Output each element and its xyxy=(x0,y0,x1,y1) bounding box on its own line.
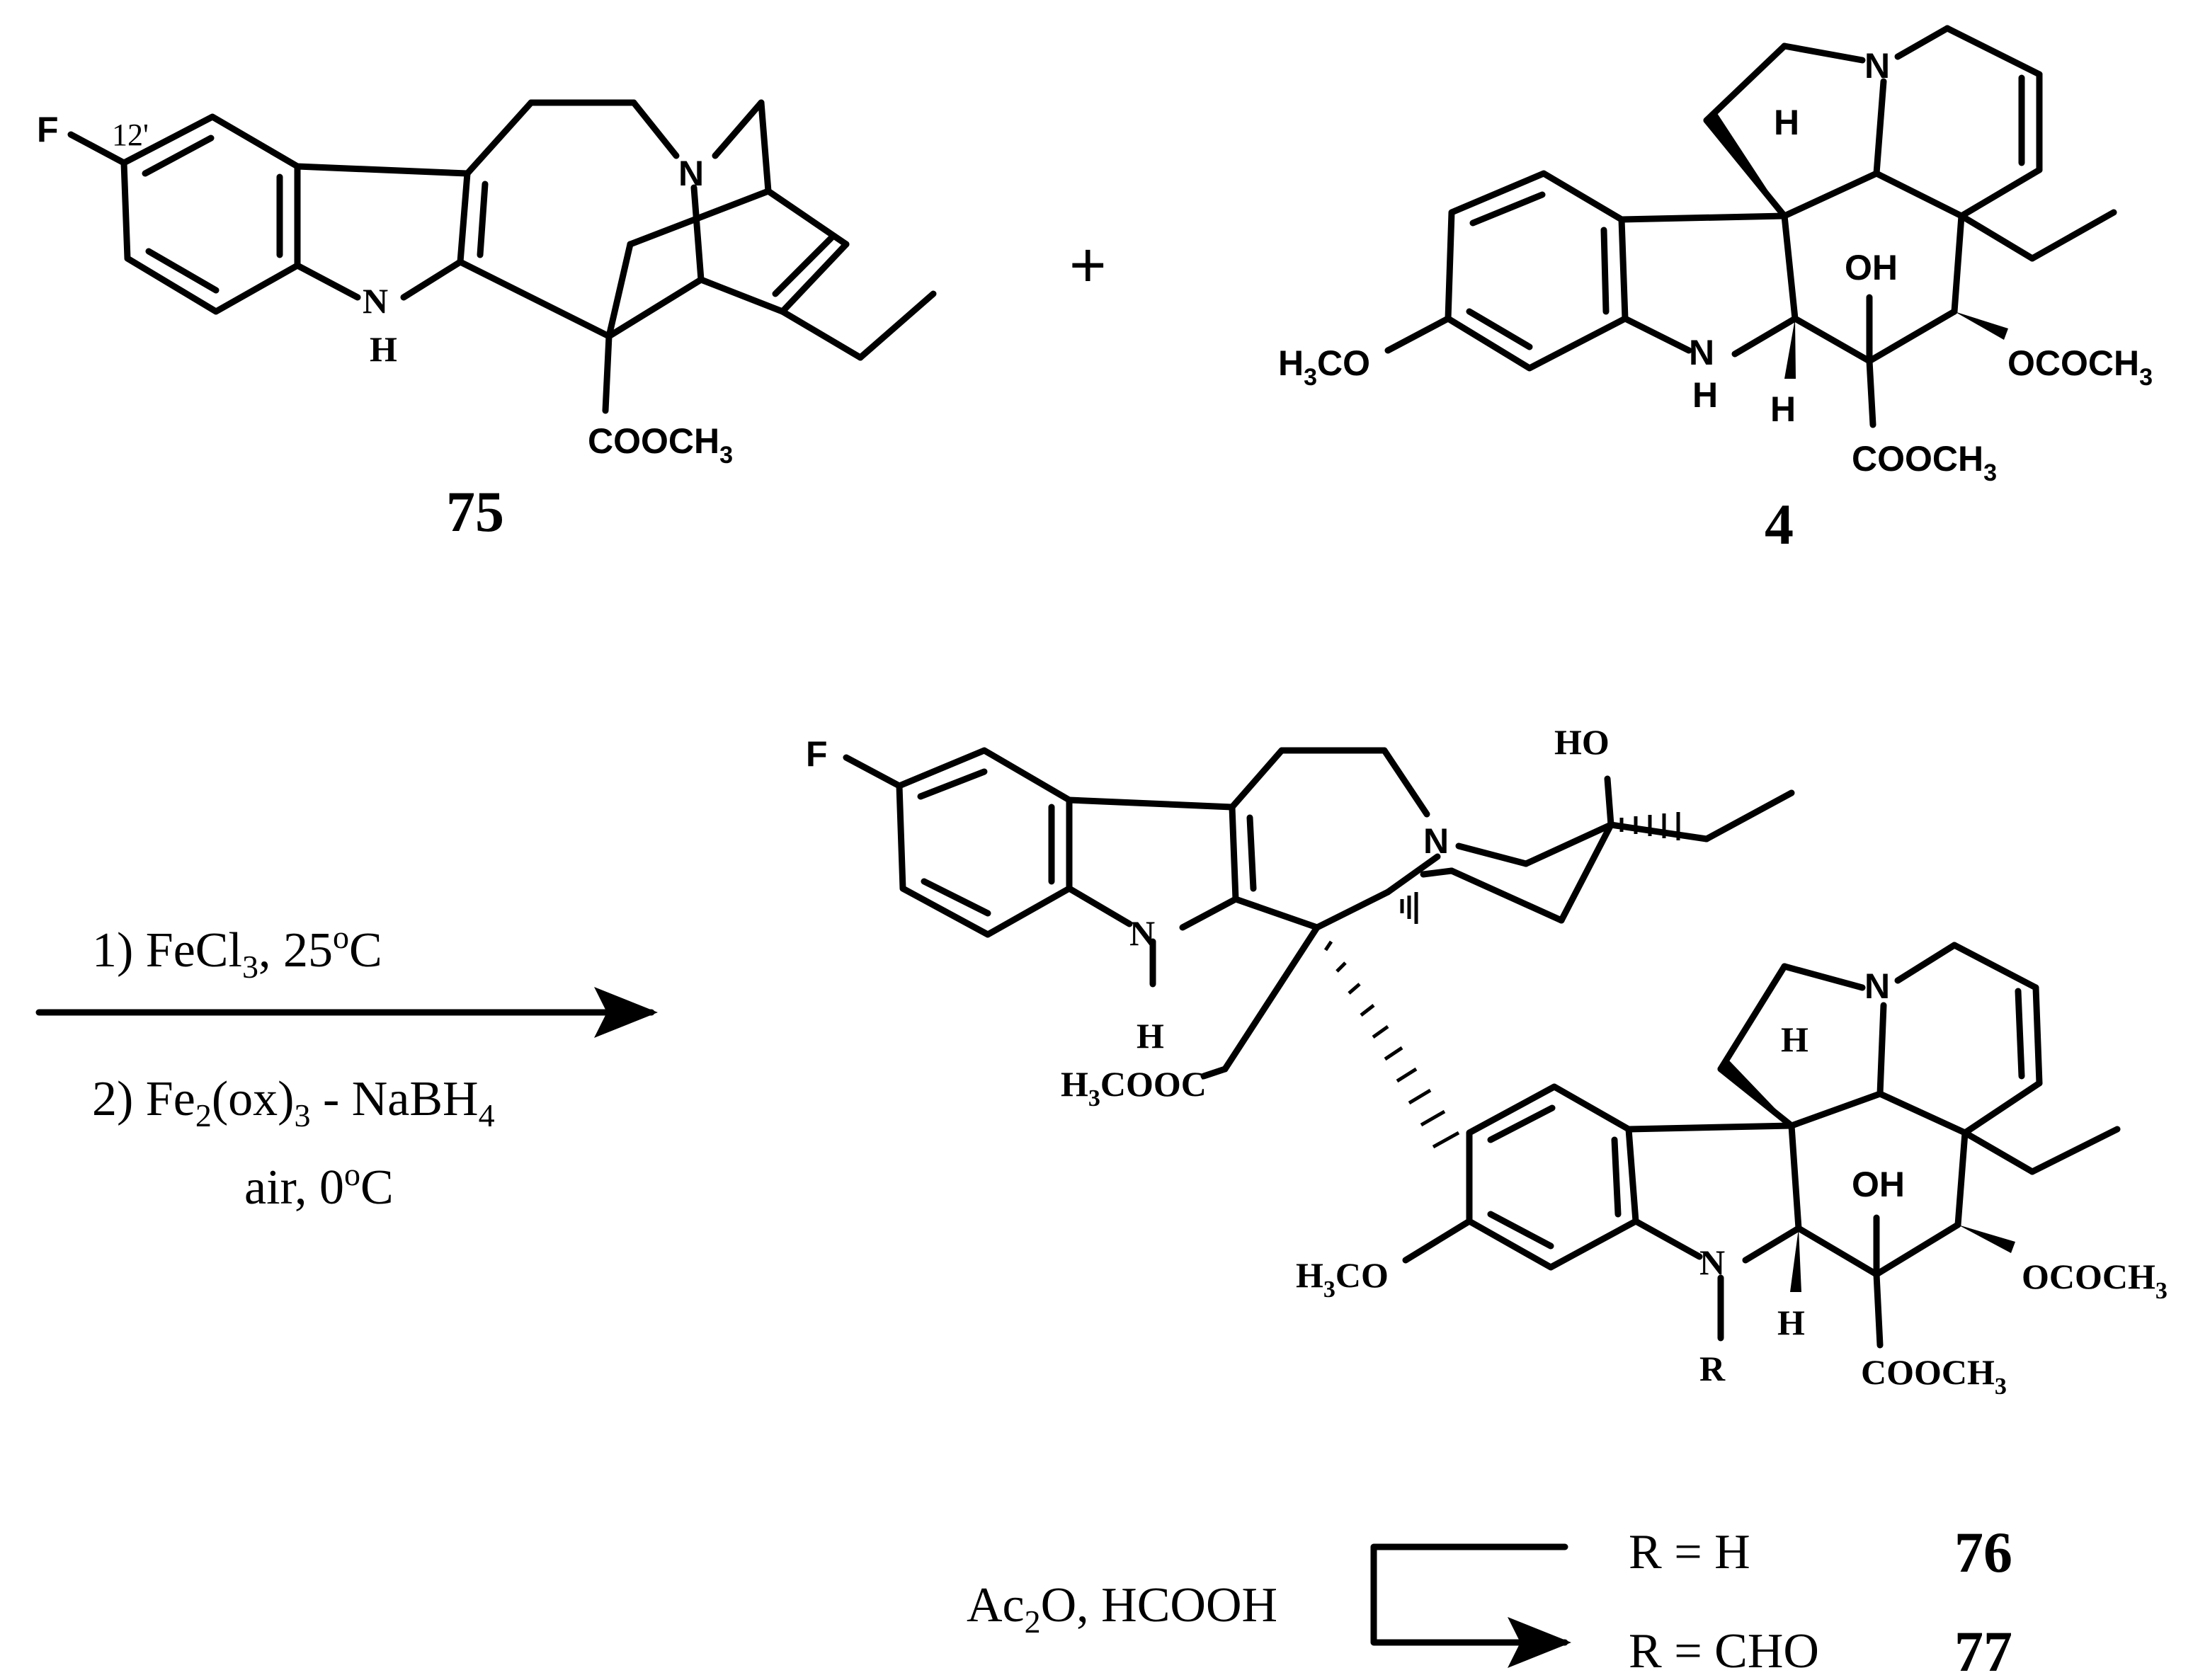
product-structure xyxy=(843,747,2121,1349)
indoline-nitrogen-label: N xyxy=(1699,1242,1725,1282)
compound-4-labels: N H OH H3CO N H H OCOCH3 COOCH3 4 xyxy=(1278,46,2153,556)
hydroxyl-label: HO xyxy=(1554,722,1610,762)
compound-number-76: 76 xyxy=(1954,1520,2012,1584)
nh-hydrogen-label: H xyxy=(1692,375,1718,415)
ring-hydrogen-label: H xyxy=(1770,389,1796,429)
ester-label: COOCH3 xyxy=(588,421,733,469)
ester-label: H3COOC xyxy=(1061,1064,1207,1112)
position-label: 12' xyxy=(112,118,149,152)
compound-number-75: 75 xyxy=(446,479,504,544)
compound-75-structure xyxy=(67,99,937,414)
compound-75-labels: F 12' N N H COOCH3 75 xyxy=(37,110,733,544)
acetoxy-label: OCOCH3 xyxy=(2007,343,2153,391)
condition-step-3: air, 0oC xyxy=(244,1156,394,1215)
r-group-label: R xyxy=(1699,1349,1726,1388)
reaction-conditions: 1) FeCl3, 25oC 2) Fe2(ox)3 - NaBH4 air, … xyxy=(92,919,495,1215)
ester-label-vindoline: COOCH3 xyxy=(1861,1352,2007,1400)
plus-sign: + xyxy=(1069,230,1107,301)
methoxy-label: H3CO xyxy=(1278,343,1370,391)
nitrogen-label-vindoline: N xyxy=(1864,966,1890,1006)
ring-hydrogen-label: H xyxy=(1777,1303,1805,1342)
r-definition-2: R = CHO xyxy=(1629,1624,1819,1679)
nitrogen-label: N xyxy=(1864,46,1890,86)
methoxy-label: H3CO xyxy=(1296,1255,1389,1303)
hydrogen-label: H xyxy=(1781,1019,1809,1059)
product-labels: F HO N N H H3COOC N H OH H3CO N R H OCOC… xyxy=(806,722,2168,1400)
fluorine-label: F xyxy=(806,734,828,774)
indole-hydrogen-label: H xyxy=(1137,1016,1164,1056)
indole-hydrogen-label: H xyxy=(370,329,397,369)
derivatization-scheme: Ac2O, HCOOH R = H 76 R = CHO 77 xyxy=(967,1520,2012,1680)
fluorine-label: F xyxy=(37,110,59,149)
nitrogen-label: N xyxy=(678,154,704,193)
r-definition-1: R = H xyxy=(1629,1525,1750,1579)
indoline-nitrogen-label: N xyxy=(1689,333,1714,372)
acetoxy-label: OCOCH3 xyxy=(2022,1257,2168,1304)
compound-number-4: 4 xyxy=(1765,492,1794,556)
condition-step-2: 2) Fe2(ox)3 - NaBH4 xyxy=(92,1072,495,1133)
indole-nitrogen-label: N xyxy=(363,281,388,321)
nitrogen-label: N xyxy=(1423,821,1449,861)
derivatization-reagent: Ac2O, HCOOH xyxy=(967,1578,1277,1640)
bracket-arrow xyxy=(1370,1543,1571,1668)
indole-nitrogen-label: N xyxy=(1129,913,1155,953)
hydroxyl-label-vindoline: OH xyxy=(1852,1165,1905,1204)
ester-label: COOCH3 xyxy=(1852,439,1997,486)
hydrogen-label: H xyxy=(1774,103,1799,142)
compound-number-77: 77 xyxy=(1954,1619,2012,1680)
compound-4-structure xyxy=(1384,25,2117,428)
hydroxyl-label: OH xyxy=(1845,248,1898,287)
condition-step-1: 1) FeCl3, 25oC xyxy=(92,919,382,985)
